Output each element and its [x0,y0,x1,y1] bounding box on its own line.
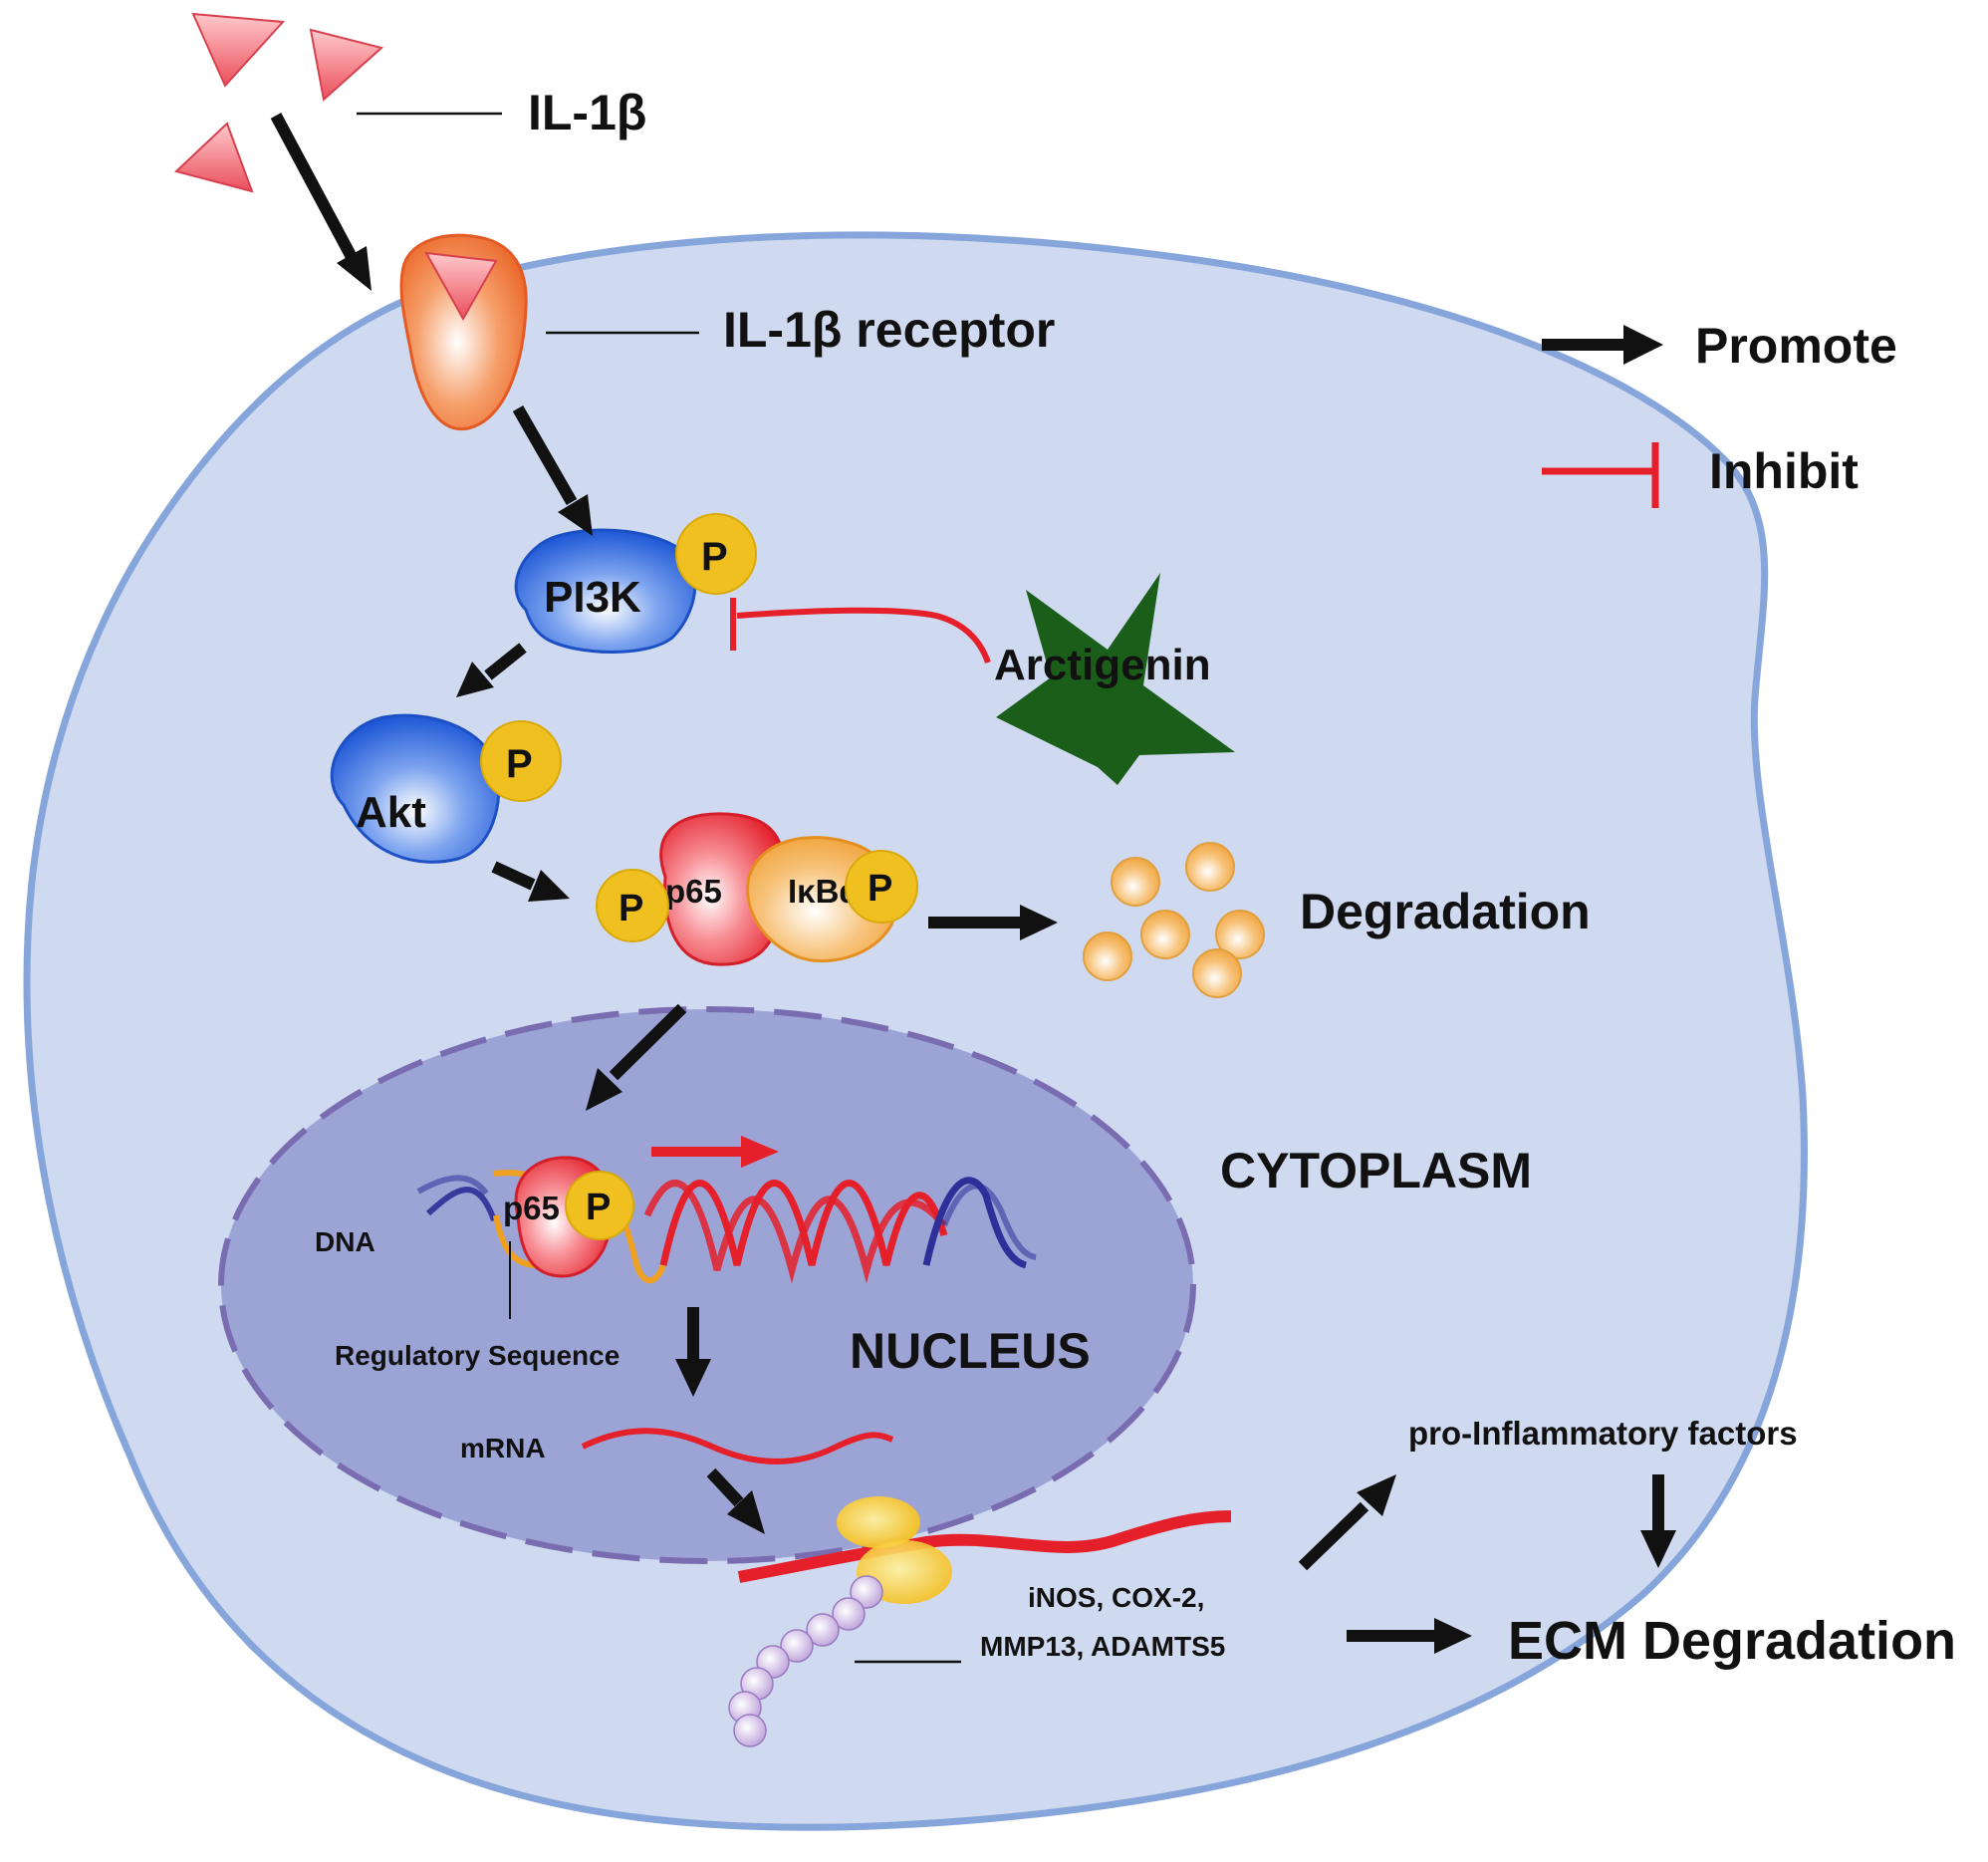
il1b-label: IL-1β [528,85,646,140]
nfkb-complex: p65 IκBα P P [596,812,918,966]
legend-promote-label: Promote [1695,318,1897,374]
p65-nuclear-phospho [565,1171,634,1240]
arctigenin-star [996,573,1235,785]
receptor-label: IL-1β receptor [723,302,1055,358]
p65-nuclear-phospho-label: P [586,1187,611,1228]
il1b-receptor [399,233,528,431]
cytoplasmic-mrna [737,1510,1232,1583]
akt-phospho-label: P [506,742,533,786]
p65-dna-bound: p65 P [503,1156,634,1278]
legend-inhibit-label: Inhibit [1709,443,1859,499]
bound-il1b-triangle [424,251,498,322]
akt-protein: Akt P [330,713,562,864]
il1b-triangle [174,122,254,193]
ikba-phospho-label: P [868,868,892,910]
p65-nuclear-label: p65 [503,1190,560,1226]
nucleus-label: NUCLEUS [850,1323,1091,1379]
pi3k-protein: PI3K P [514,513,757,654]
p65-phospho [596,869,669,942]
legend: Promote Inhibit [1542,318,1897,508]
akt-label: Akt [356,788,426,837]
pi3k-label: PI3K [544,573,641,622]
dna-label: DNA [315,1226,375,1257]
promote-arrows [270,113,1676,1654]
pro-inflammatory-label: pro-Inflammatory factors [1408,1415,1798,1452]
inhibit-arc [736,607,991,665]
peptide-chain [728,1575,883,1747]
il1b-triangle [191,12,286,88]
transcription-arrowhead [741,1136,779,1168]
cytoplasm-label: CYTOPLASM [1220,1143,1532,1198]
p65-label: p65 [665,873,722,910]
nuclear-mrna [581,1428,894,1464]
il1b-ligands [174,12,384,193]
pi3k-phospho-label: P [701,535,728,579]
mrna-label: mRNA [460,1433,546,1463]
factors-label-line2: MMP13, ADAMTS5 [980,1631,1225,1662]
nucleus [218,1006,1196,1564]
degradation-label: Degradation [1300,884,1591,939]
degradation-fragments [1083,842,1265,998]
ecm-degradation-label: ECM Degradation [1508,1611,1956,1671]
p65-phospho-label: P [619,888,643,930]
il1b-triangle [309,28,384,102]
akt-phospho [480,720,562,802]
factors-label-line1: iNOS, COX-2, [1028,1582,1204,1613]
ikba-phospho [845,850,918,924]
regulatory-sequence-label: Regulatory Sequence [335,1340,620,1371]
pi3k-phospho [675,513,757,595]
arctigenin-label: Arctigenin [994,641,1211,689]
